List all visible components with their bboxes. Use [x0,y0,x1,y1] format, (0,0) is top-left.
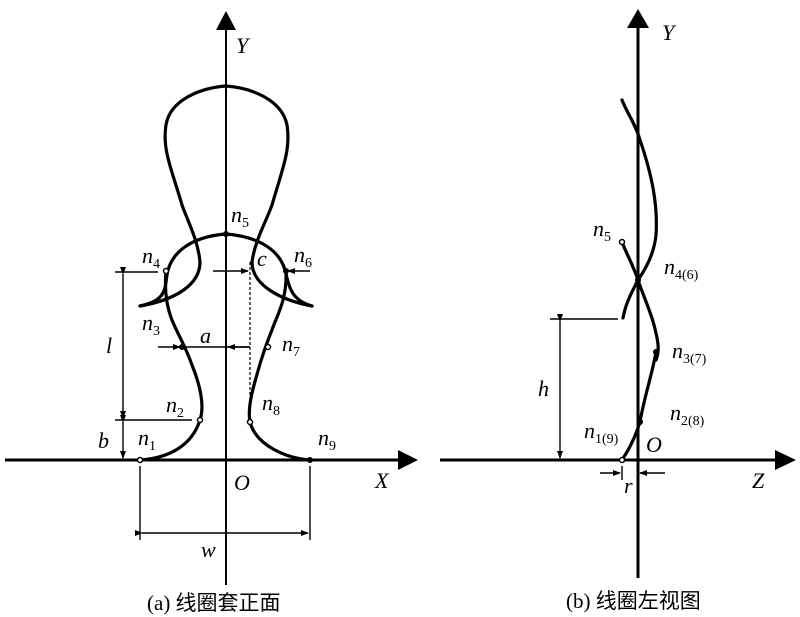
caption-a: (a) 线圈套正面 [147,591,281,615]
label-n6: n6 [294,242,312,271]
x-axis-arrow-icon [398,450,418,470]
label-n8: n8 [262,390,280,419]
label-n1-9-side: n1(9) [584,418,619,447]
label-n9: n9 [318,425,336,454]
front-view-diagram: Y X O n1 n2 n3 n4 n5 n6 n7 n8 n9 [5,11,418,615]
node-n2 [196,416,204,424]
node-n6 [283,268,289,274]
label-n3: n3 [142,310,160,339]
label-n2: n2 [166,392,184,421]
dim-b-label: b [98,428,109,453]
coil-cross-left [138,260,202,308]
node-n5 [223,231,229,237]
node-n2-8-side [637,419,643,425]
node-n1 [136,456,144,464]
coil-side-left-branch [621,278,640,320]
z-axis-arrow-icon [775,450,796,470]
y-axis-label: Y [236,33,251,58]
node-n4-6-side [635,277,641,283]
dim-h-label: h [538,376,549,401]
dim-r-label: r [624,473,633,498]
coil-upper-loop [163,84,290,264]
origin-label: O [234,470,250,495]
label-n5: n5 [231,202,249,231]
z-axis-label: Z [752,468,765,493]
node-n7 [264,343,272,351]
label-n7: n7 [282,331,300,360]
coil-left-leg [138,269,204,462]
coil-side-n5-branch [620,240,660,362]
dim-w-label: w [201,537,216,562]
y-axis-b-label: Y [662,20,677,45]
node-n9 [307,457,313,463]
origin-b-label: O [646,432,662,457]
label-n5-side: n5 [593,216,611,245]
node-n5-side [618,238,626,246]
node-n4 [162,267,170,275]
coil-right-leg [247,269,312,462]
y-axis-b-arrow-icon [627,9,649,28]
dim-l-label: l [106,333,112,358]
x-axis-label: X [374,468,390,493]
label-n2-8-side: n2(8) [670,400,705,429]
label-n3-7-side: n3(7) [672,338,707,367]
label-n1: n1 [138,425,156,454]
label-n4-6-side: n4(6) [664,254,699,283]
coil-side-upper [620,98,658,282]
node-n1-9-side [618,456,626,464]
y-axis-arrow-icon [216,11,236,30]
side-view-diagram: Y Z O n5 n4(6) n3(7) n2(8) n1(9) h r (b)… [440,9,796,613]
dim-c-label: c [257,246,267,271]
node-n3-7-side [653,349,659,355]
node-n8 [246,418,254,426]
label-n4: n4 [142,243,160,272]
caption-b: (b) 线圈左视图 [566,589,701,613]
dim-a-label: a [200,323,211,348]
coil-cross-right [250,260,314,308]
